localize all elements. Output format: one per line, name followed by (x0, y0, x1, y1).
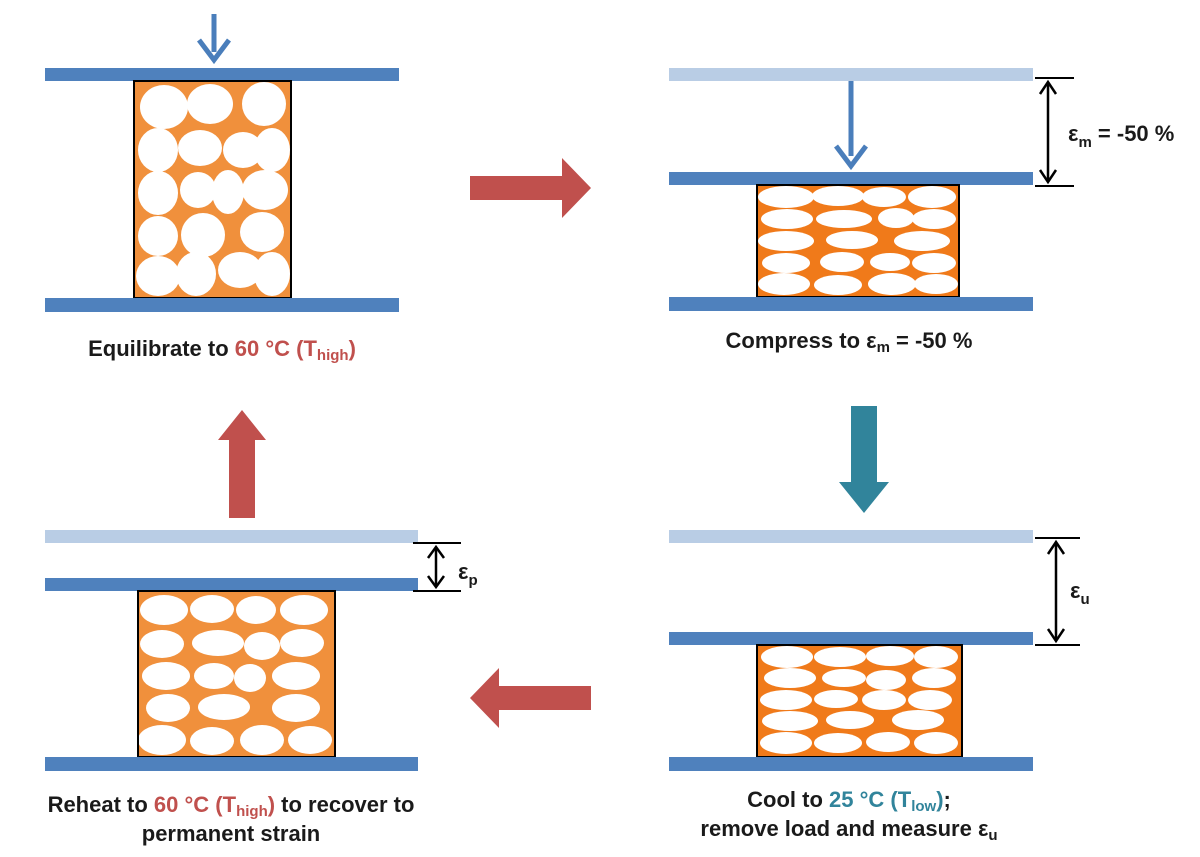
sample-pores (758, 186, 958, 295)
panel-equilibrate (45, 14, 399, 312)
strain-dimension-em: εm = -50 % (1035, 77, 1174, 187)
up-arrow-icon (218, 410, 266, 518)
top-plate (45, 578, 418, 591)
load-arrow-icon (197, 14, 231, 65)
right-arrow-icon (470, 158, 591, 218)
top-plate (669, 172, 1033, 185)
strain-label-em: εm = -50 % (1068, 121, 1174, 151)
caption-cool: Cool to 25 °C (Tlow); remove load and me… (700, 787, 998, 844)
panel-cool: εu (669, 530, 1090, 771)
top-plate (45, 68, 399, 81)
caption-compress: Compress to εm = -50 % (725, 328, 973, 356)
caption-reheat: Reheat to 60 °C (Thigh) to recover to pe… (47, 792, 415, 846)
sample-pores (760, 646, 958, 754)
top-plate (669, 632, 1033, 645)
caption-equilibrate: Equilibrate to 60 °C (Thigh) (88, 336, 356, 364)
original-plate-position (669, 530, 1033, 543)
strain-dimension-ep: εp (413, 542, 478, 592)
panel-compress: εm = -50 % (669, 68, 1174, 311)
sample-pores (136, 82, 290, 296)
bottom-plate (669, 757, 1033, 771)
strain-label-eu: εu (1070, 578, 1090, 608)
panel-reheat: εp (45, 530, 478, 771)
load-arrow-icon (834, 81, 868, 171)
bottom-plate (45, 298, 399, 312)
left-arrow-icon (470, 668, 591, 728)
bottom-plate (669, 297, 1033, 311)
original-plate-position (669, 68, 1033, 81)
bottom-plate (45, 757, 418, 771)
strain-label-ep: εp (458, 559, 478, 589)
original-plate-position (45, 530, 418, 543)
strain-dimension-eu: εu (1035, 537, 1090, 646)
down-arrow-icon (839, 406, 889, 513)
sample-pores (138, 595, 332, 755)
